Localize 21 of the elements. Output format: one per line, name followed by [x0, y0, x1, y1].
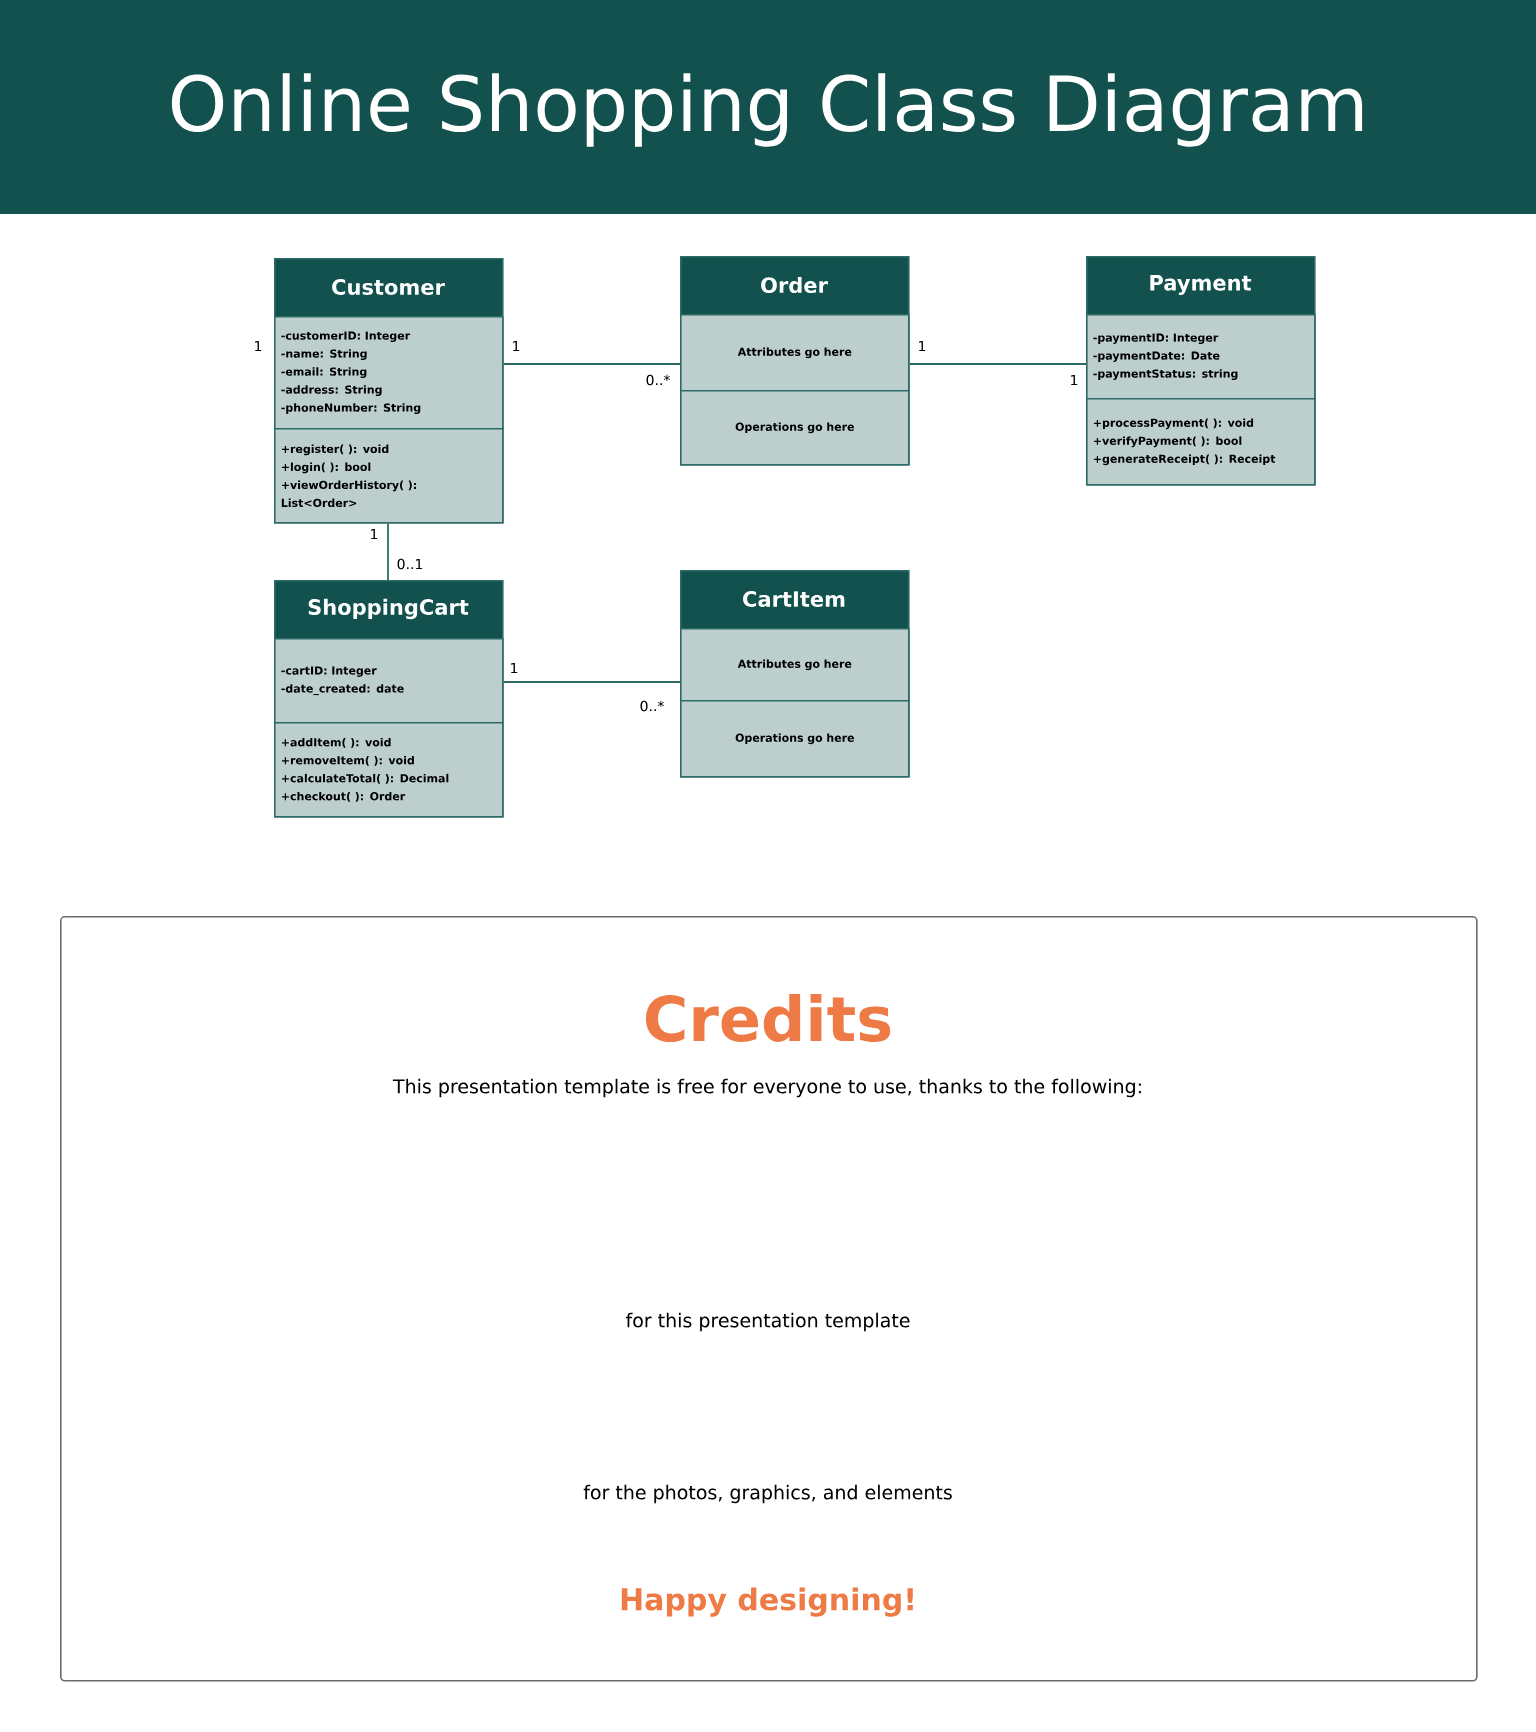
class-compartment	[1086, 314, 1316, 400]
association-line	[908, 363, 1087, 365]
credits-panel	[60, 916, 1478, 1682]
class-compartment	[1086, 398, 1316, 486]
class-compartment	[274, 316, 504, 430]
credit-note: for the photos, graphics, and elements	[583, 1484, 952, 1504]
title-banner: Online Shopping Class Diagram	[0, 0, 1536, 214]
class-compartment	[680, 390, 910, 466]
association-line	[502, 681, 681, 683]
class-compartment	[274, 638, 504, 724]
association-line	[502, 363, 681, 365]
class-compartment	[274, 722, 504, 818]
thanks-text: This presentation template is free for everyone to use, thanks to the following:	[392, 1078, 1141, 1098]
closing-text: Happy designing!	[621, 1587, 913, 1617]
credits-heading: Credits	[645, 994, 891, 1042]
association-line	[387, 522, 389, 581]
class-compartment	[680, 314, 910, 392]
class-compartment	[274, 428, 504, 524]
credit-note: for this presentation template	[625, 1312, 910, 1332]
class-compartment	[680, 700, 910, 778]
class-compartment	[680, 628, 910, 702]
